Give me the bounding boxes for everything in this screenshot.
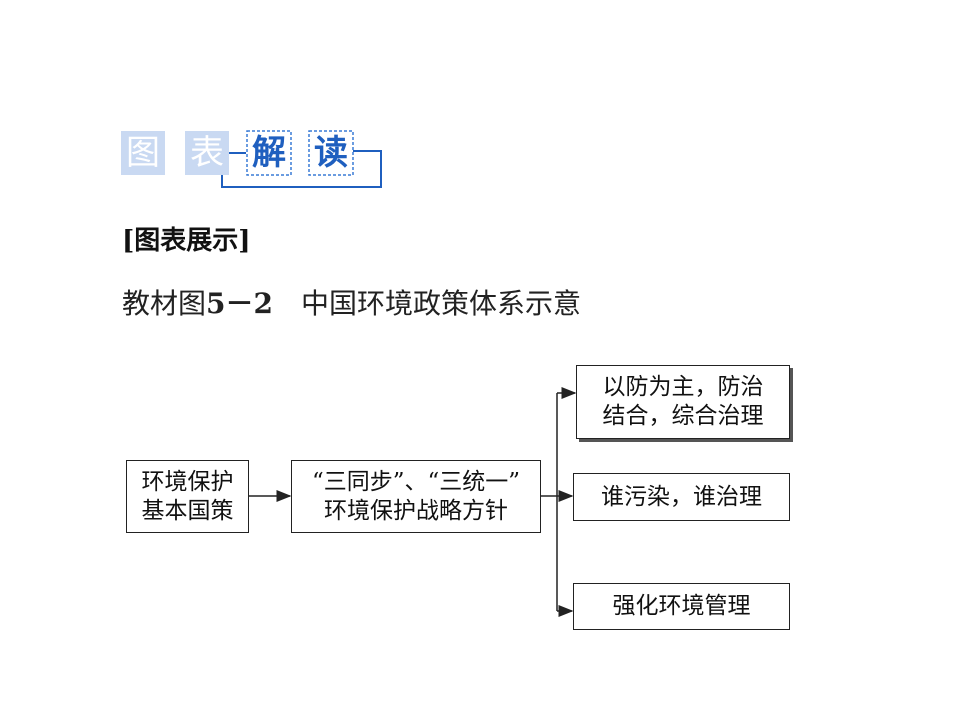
principle-1-line-1: 以防为主，防治	[602, 374, 764, 400]
policy-line-2: 基本国策	[141, 497, 234, 524]
policy-box: 环境保护 基本国策	[126, 460, 249, 533]
caption-prefix: 教材图	[122, 287, 207, 320]
figure-caption: 教材图5－2 中国环境政策体系示意	[122, 282, 581, 322]
banner-tile-2	[185, 131, 229, 175]
banner-tile-3	[246, 130, 292, 176]
banner-char-1: 图	[126, 133, 160, 173]
principle-box-management: 强化环境管理	[573, 583, 790, 630]
principle-2-line-1: 谁污染，谁治理	[601, 483, 762, 510]
banner-tile-1	[121, 131, 165, 175]
principle-1-line-2: 结合，综合治理	[602, 403, 764, 429]
guideline-line-2: 环境保护战略方针	[324, 497, 508, 524]
policy-line-1: 环境保护	[141, 468, 234, 495]
banner-char-2: 表	[190, 133, 224, 173]
caption-title: 中国环境政策体系示意	[300, 287, 581, 320]
banner-tile-4	[308, 130, 354, 176]
section-heading: [图表展示]	[122, 226, 251, 256]
principle-3-line-1: 强化环境管理	[612, 593, 751, 619]
guideline-box: “三同步”、“三统一” 环境保护战略方针	[291, 460, 541, 533]
banner-char-4: 读	[314, 133, 348, 173]
banner-graphic	[121, 130, 382, 188]
guideline-line-1: “三同步”、“三统一”	[311, 468, 521, 495]
caption-number: 5－2	[206, 287, 273, 320]
banner-bracket	[221, 150, 382, 188]
principle-box-prevention: 以防为主，防治 结合，综合治理	[576, 365, 790, 439]
principle-box-polluter-pays: 谁污染，谁治理	[573, 473, 790, 521]
title-banner: 图 表 解 读	[0, 0, 960, 200]
banner-char-3: 解	[252, 133, 286, 173]
